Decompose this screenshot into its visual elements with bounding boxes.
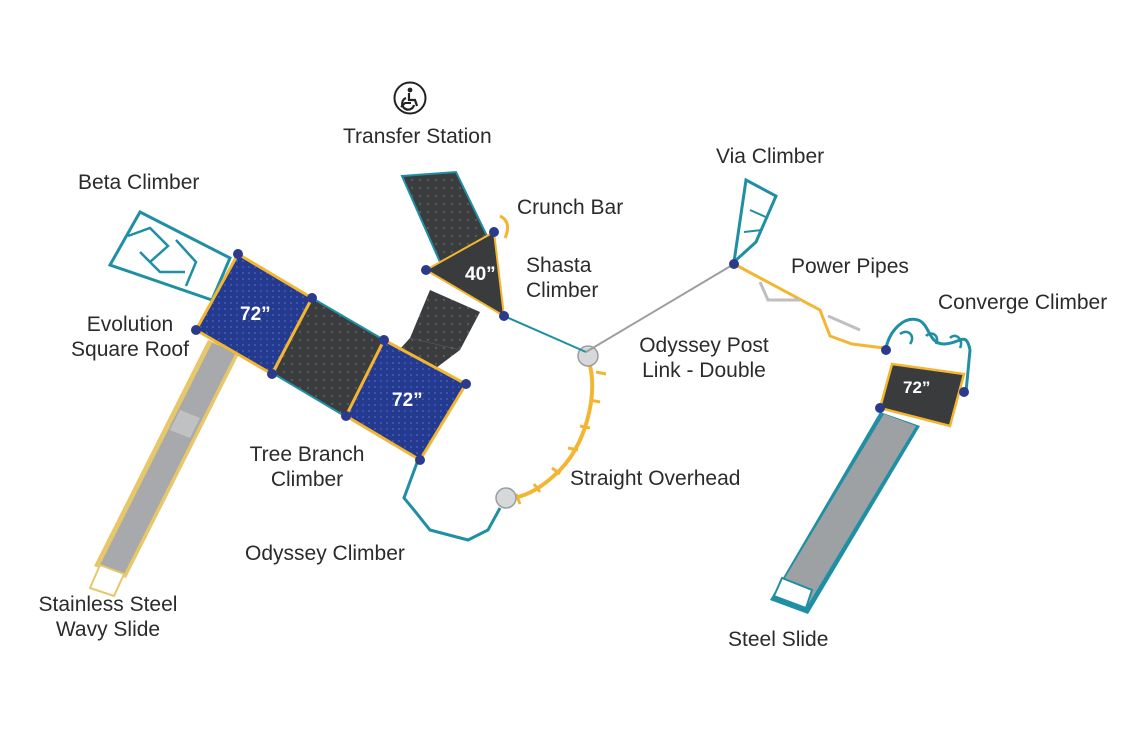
evolution-square-roof-label: Evolution Square Roof [71, 313, 189, 361]
odyssey-climber-label: Odyssey Climber [245, 542, 405, 565]
via-climber [731, 177, 778, 266]
steel-slide [770, 412, 920, 614]
deck-connector-bridge [273, 297, 385, 419]
via-climber-label: Via Climber [716, 145, 825, 168]
crunch-bar [499, 214, 510, 239]
odyssey-climber [402, 459, 502, 542]
shasta-climber-label: Shasta Climber [526, 254, 599, 302]
stainless-steel-wavy-slide [88, 340, 240, 598]
beta-climber [107, 210, 232, 302]
converge-climber-label: Converge Climber [938, 291, 1108, 314]
left-deck-height: 72” [240, 304, 271, 325]
cable-post-to-via [585, 263, 735, 353]
crunch-bar-label: Crunch Bar [517, 196, 624, 219]
transfer-station-label: Transfer Station [343, 125, 492, 148]
converge-climber [884, 317, 972, 393]
posts [191, 227, 969, 465]
beta-climber-label: Beta Climber [78, 171, 200, 194]
straight-overhead [503, 354, 607, 505]
steel-slide-label: Steel Slide [728, 628, 829, 651]
power-pipes-label: Power Pipes [791, 255, 909, 278]
tree-branch-climber-label: Tree Branch Climber [249, 443, 365, 491]
middle-deck-height: 72” [392, 390, 423, 411]
power-pipes [733, 262, 885, 350]
shasta-climber-deck [423, 230, 506, 318]
cable-shasta-to-post [503, 315, 587, 353]
straight-overhead-label: Straight Overhead [570, 467, 741, 490]
wheelchair-transfer-icon [393, 81, 427, 115]
shasta-deck-height: 40” [465, 264, 496, 285]
transfer-station-steps [390, 170, 490, 380]
right-deck [878, 362, 966, 428]
right-deck-height: 72” [903, 378, 931, 397]
odyssey-post-link-lower [495, 487, 517, 509]
odyssey-post-link-label: Odyssey Post Link - Double [639, 334, 769, 382]
stainless-steel-wavy-slide-label: Stainless Steel Wavy Slide [38, 593, 178, 641]
